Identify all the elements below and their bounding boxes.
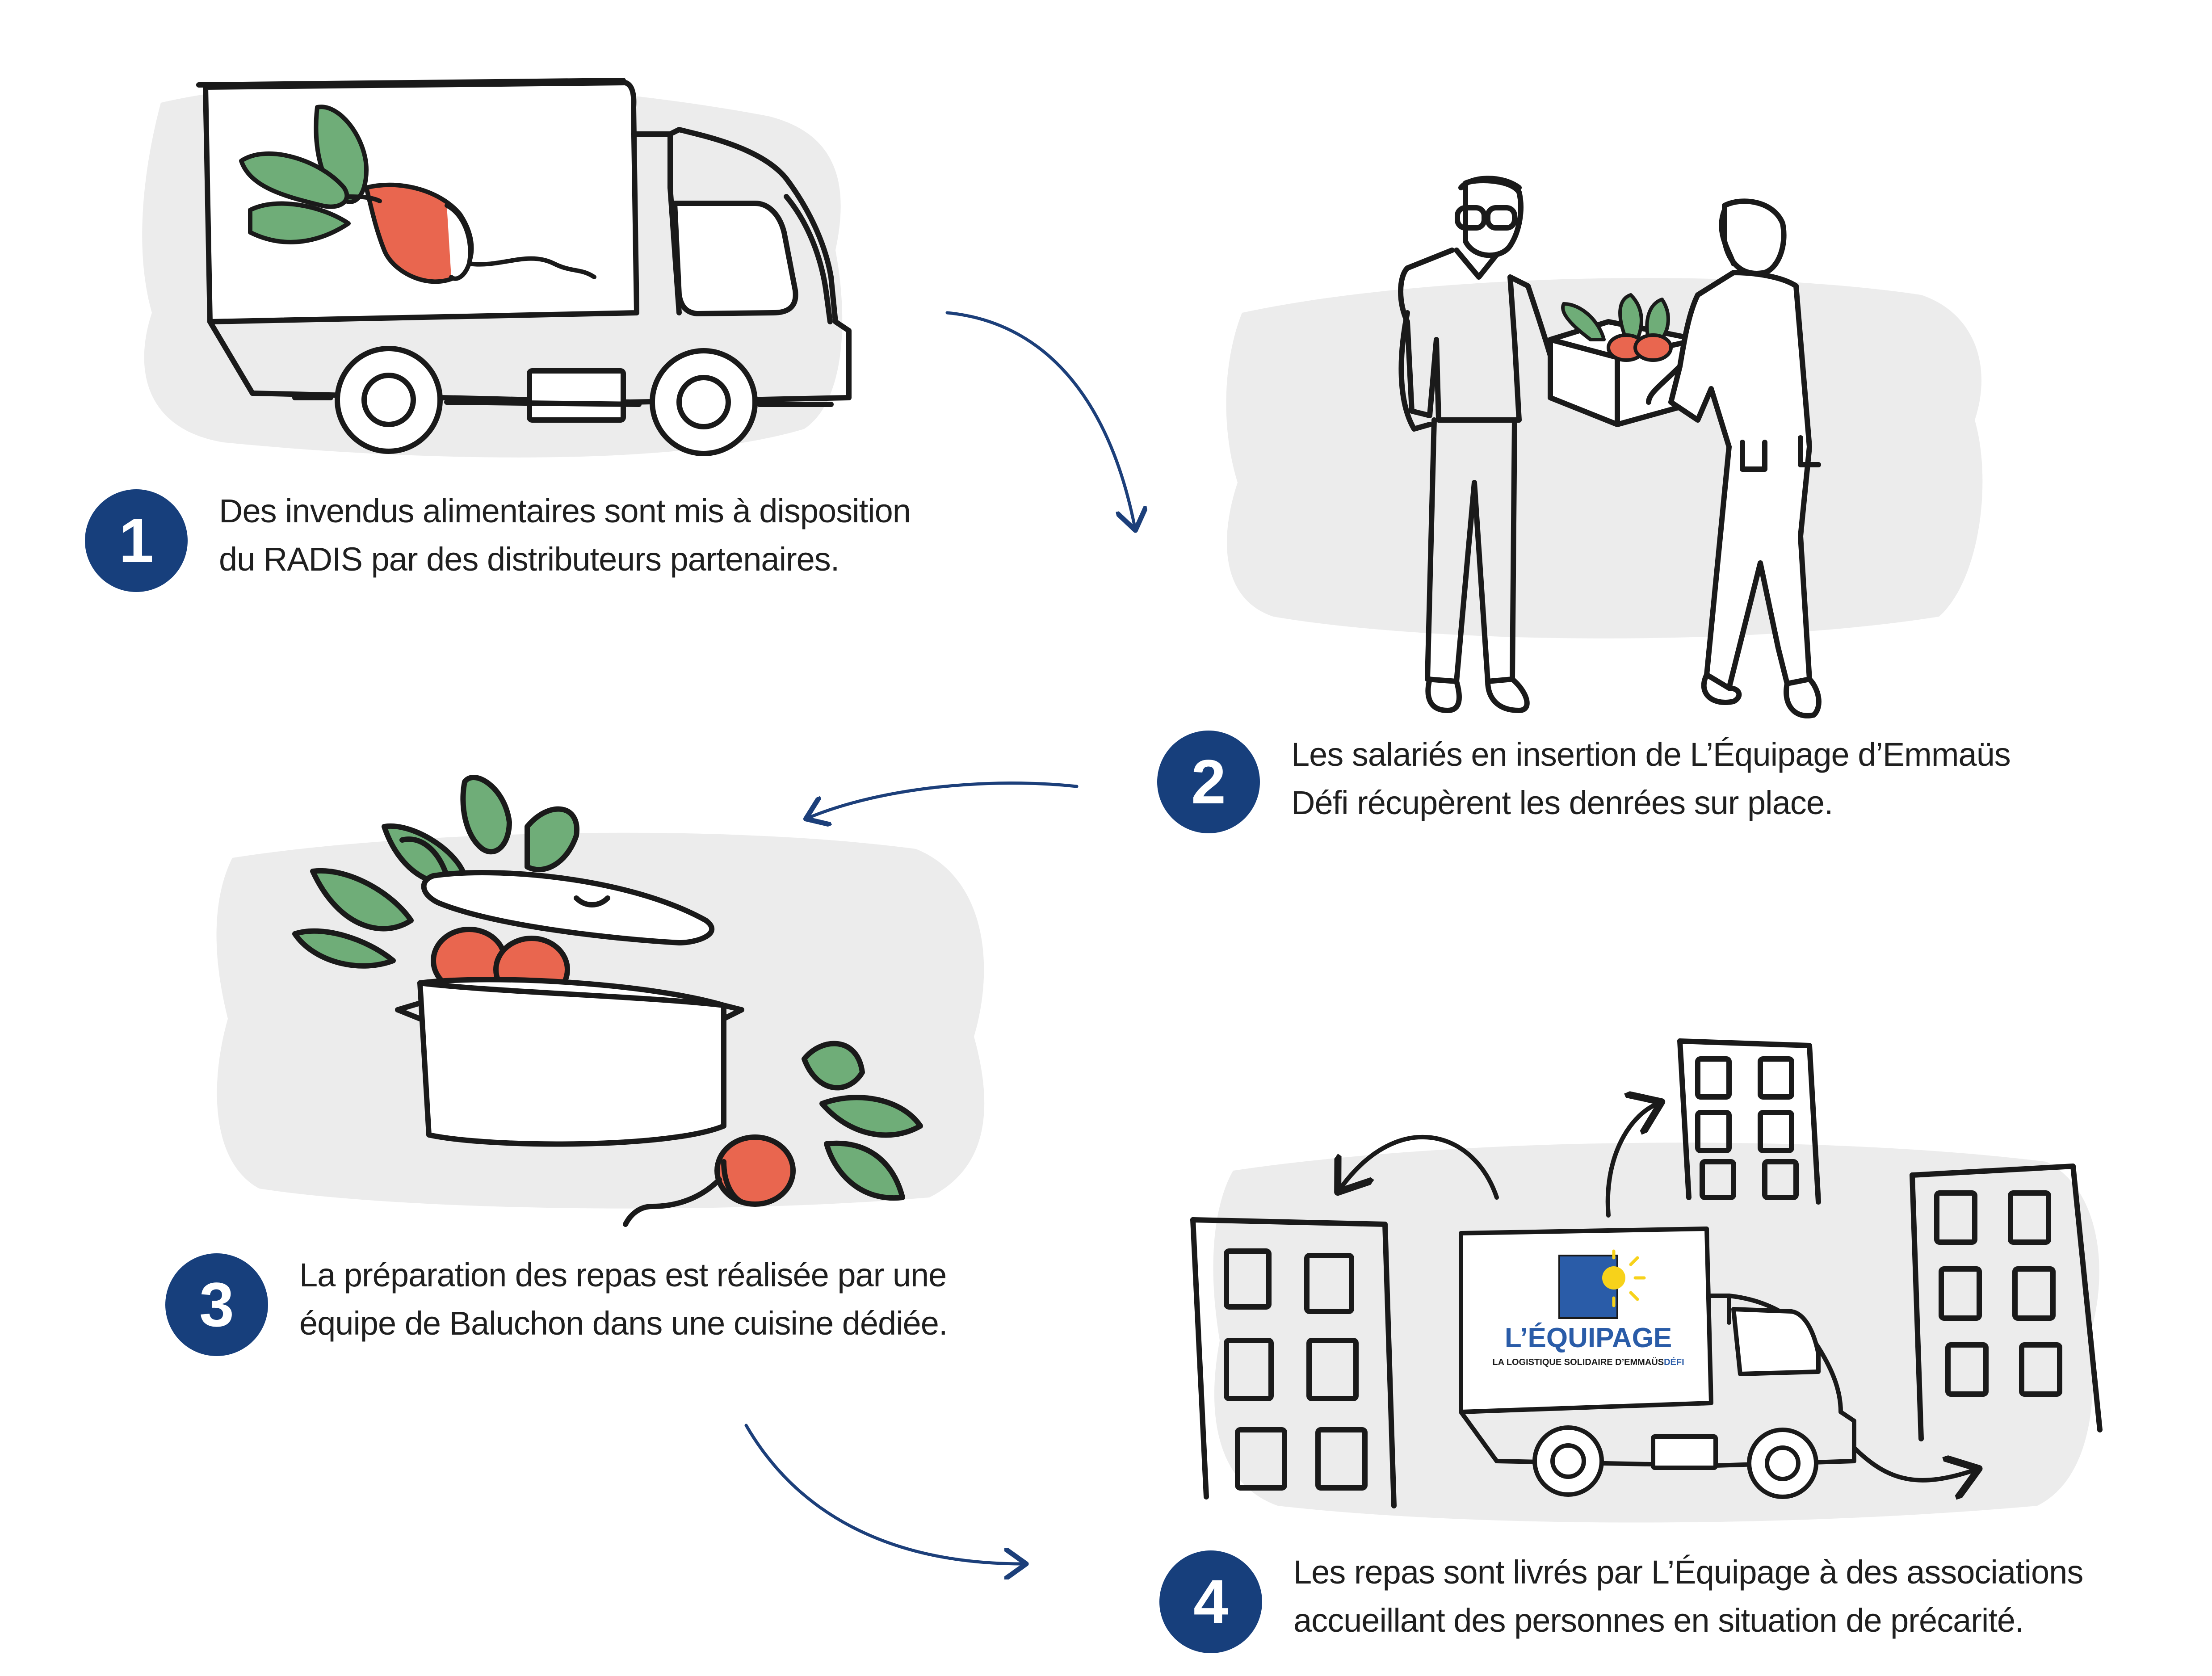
step-2-caption: Les salariés en insertion de L’Équipage …	[1291, 731, 2011, 827]
arrow-icon	[1340, 1134, 1499, 1200]
delivery-arrows	[1340, 1104, 1975, 1480]
radish-icon	[239, 105, 596, 284]
step-1-caption-line-1: Des invendus alimentaires sont mis à dis…	[219, 492, 911, 529]
logo-truck-icon	[1459, 1227, 1856, 1499]
arrow-icon	[744, 1424, 1023, 1564]
step-3-caption-line-2: équipe de Baluchon dans une cuisine dédi…	[299, 1305, 948, 1342]
step-3-badge: 3	[165, 1253, 268, 1356]
step-4-caption: Les repas sont livrés par L’Équipage à d…	[1293, 1548, 2083, 1645]
step-2-badge: 2	[1157, 731, 1260, 833]
cooking-pot-icon	[292, 775, 923, 1227]
logo-name: L’ÉQUIPAGE	[1505, 1323, 1672, 1353]
crate-icon	[1561, 293, 1673, 362]
step-3-caption-line-1: La préparation des repas est réalisée pa…	[299, 1256, 947, 1294]
step-3-caption: La préparation des repas est réalisée pa…	[299, 1251, 948, 1348]
step-4-caption-line-2: accueillant des personnes en situation d…	[1293, 1602, 2024, 1639]
step-2-caption-line-2: Défi récupèrent les denrées sur place.	[1291, 784, 1833, 821]
step-4-caption-line-1: Les repas sont livrés par L’Équipage à d…	[1293, 1554, 2083, 1591]
step-2-caption-line-1: Les salariés en insertion de L’Équipage …	[1291, 736, 2011, 773]
arrow-icon	[945, 311, 1135, 527]
equipage-logo: L’ÉQUIPAGE LA LOGISTIQUE SOLIDAIRE D’EMM…	[1492, 1249, 1684, 1367]
logo-sun-rays	[1612, 1249, 1646, 1307]
building-icon	[1190, 1038, 2103, 1508]
arrow-icon	[809, 781, 1079, 818]
arrow-icon	[1605, 1104, 1658, 1218]
logo-tagline: LA LOGISTIQUE SOLIDAIRE D’EMMAÜSDÉFI	[1492, 1357, 1684, 1367]
step-4-badge: 4	[1159, 1550, 1262, 1653]
step-1-badge: 1	[85, 489, 188, 592]
logo-tagline-prefix: LA LOGISTIQUE SOLIDAIRE D’EMMAÜS	[1492, 1357, 1664, 1367]
arrow-icon	[1852, 1445, 1975, 1480]
logo-tagline-suffix: DÉFI	[1664, 1357, 1684, 1367]
logo-sun-icon	[1602, 1266, 1625, 1290]
step-1-caption-line-2: du RADIS par des distributeurs partenair…	[219, 541, 839, 578]
step-1-caption: Des invendus alimentaires sont mis à dis…	[219, 487, 911, 584]
